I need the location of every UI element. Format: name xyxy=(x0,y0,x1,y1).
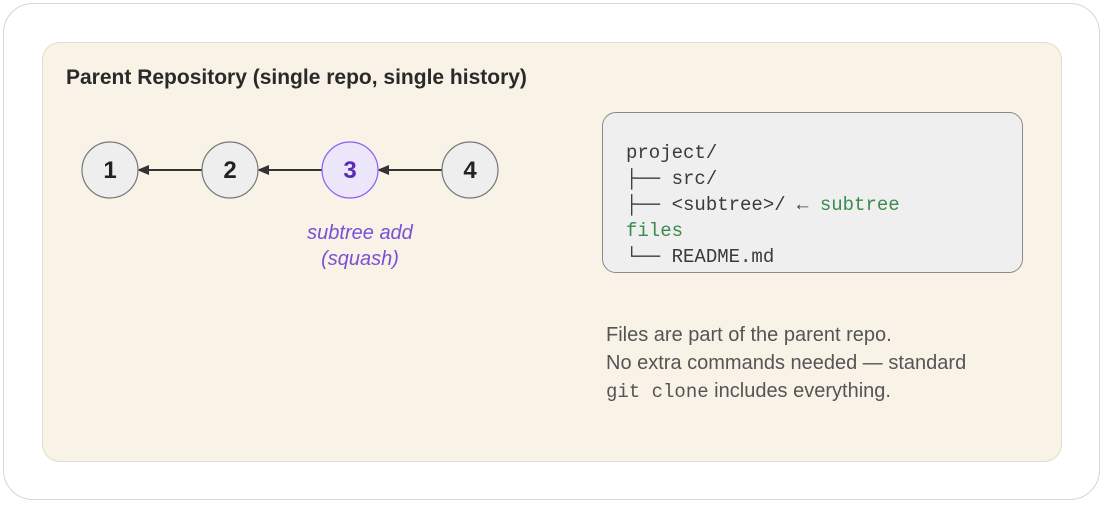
file-tree-box: project/ ├── src/ ├── <subtree>/ ← subtr… xyxy=(602,112,1023,273)
commit-circle xyxy=(321,141,379,199)
explanation-note: Files are part of the parent repo. No ex… xyxy=(606,321,966,406)
commit-node-4: 4 xyxy=(441,141,499,199)
commit-label: 1 xyxy=(103,157,116,184)
commit-node-2: 2 xyxy=(201,141,259,199)
tree-subtree: ├── <subtree>/ ← subtree xyxy=(626,192,1022,218)
tree-subtree-path: ├── <subtree>/ ← xyxy=(626,194,820,216)
note-line-3: git clone includes everything. xyxy=(606,377,966,406)
caption-line-2: (squash) xyxy=(321,248,399,270)
note-line-3-rest: includes everything. xyxy=(708,380,891,402)
tree-subtree-comment-a: subtree xyxy=(819,194,900,216)
commit-circle xyxy=(201,141,259,199)
git-clone-code: git clone xyxy=(606,381,709,403)
commit-label: 2 xyxy=(223,157,236,184)
tree-readme: └── README.md xyxy=(626,246,775,268)
tree-root: project/ xyxy=(626,142,718,164)
commit-node-1: 1 xyxy=(81,141,139,199)
commit-label: 3 xyxy=(343,157,356,184)
commit-node-3: 3 xyxy=(321,141,379,199)
commit-circle xyxy=(81,141,139,199)
repo-title: Parent Repository (single repo, single h… xyxy=(66,66,527,89)
commit-label: 4 xyxy=(463,157,477,184)
note-line-1: Files are part of the parent repo. xyxy=(606,324,892,346)
tree-subtree-comment-b: files xyxy=(626,220,684,242)
commit-circle xyxy=(441,141,499,199)
caption-line-1: subtree add xyxy=(307,222,413,244)
commit-3-caption: subtree add (squash) xyxy=(280,220,440,272)
tree-src: ├── src/ xyxy=(626,168,718,190)
note-line-2: No extra commands needed — standard xyxy=(606,352,967,374)
